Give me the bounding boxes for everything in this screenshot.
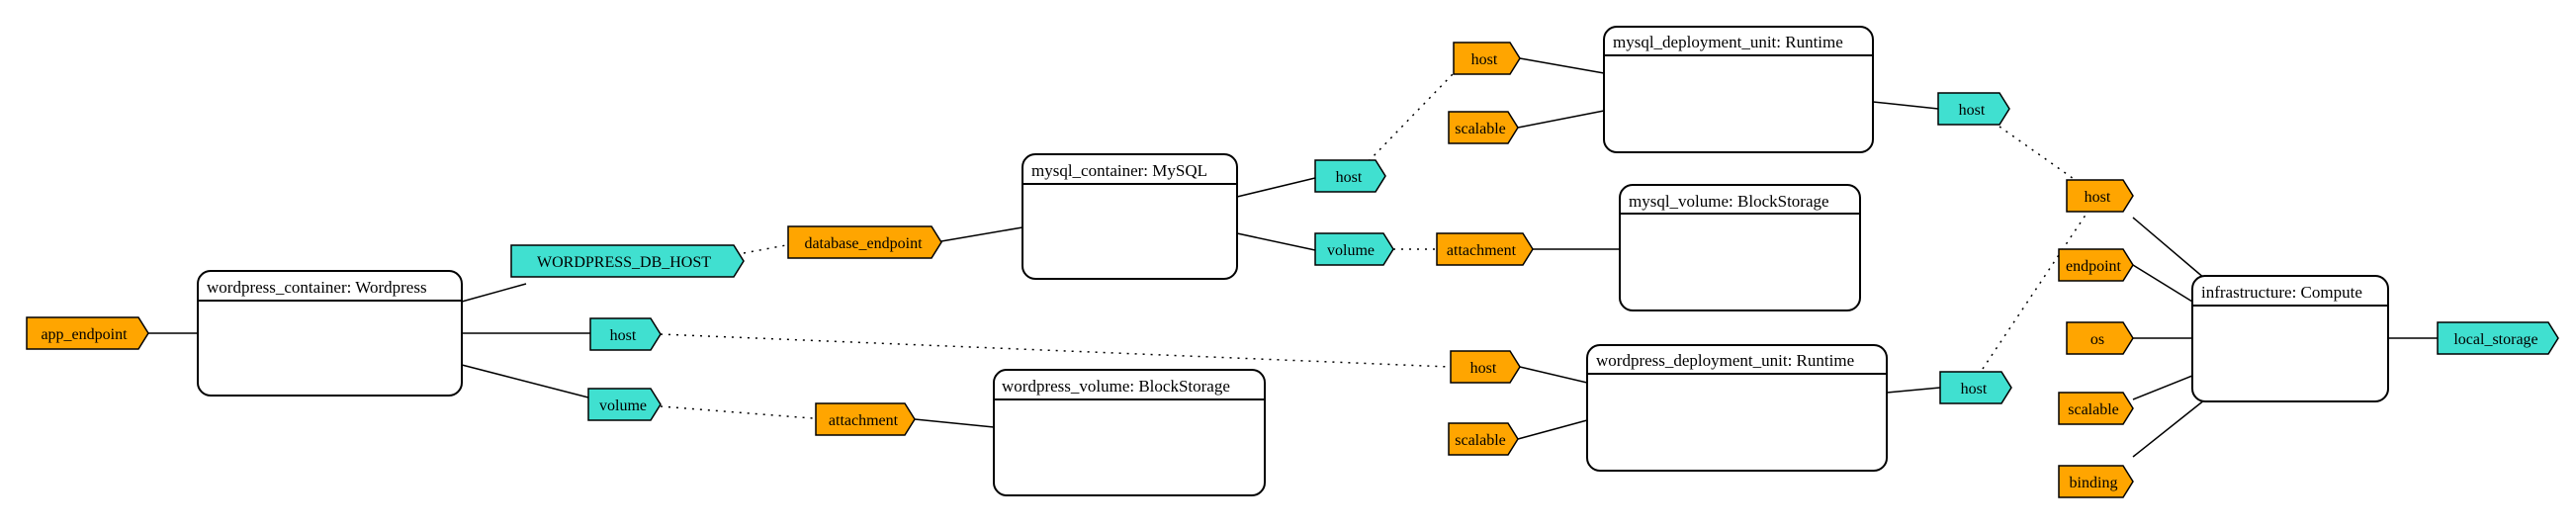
node-wordpress-container[interactable]: wordpress_container: Wordpress bbox=[197, 270, 463, 397]
dotted-edge-wp-volume bbox=[660, 405, 814, 419]
tag-infrastructure-scalable[interactable]: scalable bbox=[2058, 392, 2134, 425]
tag-wordpress-volume[interactable]: volume bbox=[587, 388, 662, 421]
edge-mdu-scalable bbox=[1517, 110, 1605, 129]
edge-wdu-host-cap bbox=[1886, 387, 1941, 394]
tag-mysql-deployment-host-requirement[interactable]: host bbox=[1453, 42, 1521, 75]
tag-mysql-host[interactable]: host bbox=[1314, 159, 1386, 193]
solid-edges bbox=[148, 57, 2438, 458]
tag-infrastructure-os[interactable]: os bbox=[2066, 321, 2134, 355]
node-title: mysql_volume: BlockStorage bbox=[1629, 192, 1829, 211]
tag-wordpress-deployment-host-requirement[interactable]: host bbox=[1450, 350, 1521, 384]
edge-wpvol-attachment bbox=[914, 418, 995, 428]
tag-label: app_endpoint bbox=[41, 326, 128, 343]
tag-label: volume bbox=[1327, 242, 1375, 259]
dotted-edge-wp-host bbox=[660, 333, 1451, 368]
edge-mdu-host-cap bbox=[1872, 101, 1939, 110]
tag-mysql-deployment-host-capability[interactable]: host bbox=[1937, 92, 2010, 126]
tag-label: database_endpoint bbox=[804, 235, 923, 252]
tag-infrastructure-host[interactable]: host bbox=[2066, 179, 2134, 213]
tag-label: host bbox=[1961, 381, 1988, 398]
node-mysql-volume[interactable]: mysql_volume: BlockStorage bbox=[1619, 184, 1861, 311]
node-mysql-deployment-unit[interactable]: mysql_deployment_unit: Runtime bbox=[1603, 26, 1874, 153]
tag-app-endpoint[interactable]: app_endpoint bbox=[26, 316, 149, 350]
edge-mysql-host bbox=[1236, 177, 1316, 198]
tag-mysql-deployment-scalable[interactable]: scalable bbox=[1448, 111, 1519, 144]
edge-mysql-volume bbox=[1236, 232, 1316, 251]
dotted-edge-db-host bbox=[743, 244, 787, 254]
tag-label: host bbox=[1471, 51, 1498, 68]
tag-label: volume bbox=[599, 398, 647, 414]
edge-infra-endpoint bbox=[2132, 264, 2193, 303]
tag-label: attachment bbox=[829, 412, 899, 429]
tag-label: host bbox=[2085, 189, 2111, 206]
tag-label: host bbox=[1470, 360, 1497, 377]
tag-label: endpoint bbox=[2066, 258, 2122, 275]
tag-label: attachment bbox=[1447, 242, 1517, 259]
tag-infrastructure-binding[interactable]: binding bbox=[2058, 465, 2134, 498]
edge-wp-db-host bbox=[461, 283, 527, 303]
tag-infrastructure-local-storage[interactable]: local_storage bbox=[2437, 321, 2559, 355]
tag-label: WORDPRESS_DB_HOST bbox=[537, 254, 711, 271]
edge-db-endpoint bbox=[940, 226, 1023, 242]
node-title: wordpress_deployment_unit: Runtime bbox=[1596, 351, 1854, 370]
tag-label: scalable bbox=[1455, 432, 1506, 449]
node-title: mysql_deployment_unit: Runtime bbox=[1613, 33, 1843, 51]
tag-label: host bbox=[610, 327, 637, 344]
tag-label: local_storage bbox=[2453, 331, 2537, 348]
tag-label: os bbox=[2090, 331, 2104, 348]
dotted-edge-mdu-host bbox=[1999, 126, 2078, 182]
tag-mysql-volume[interactable]: volume bbox=[1314, 232, 1394, 266]
node-wordpress-volume[interactable]: wordpress_volume: BlockStorage bbox=[993, 369, 1266, 496]
tag-database-endpoint[interactable]: database_endpoint bbox=[787, 225, 942, 259]
tag-wordpress-db-host[interactable]: WORDPRESS_DB_HOST bbox=[510, 244, 745, 278]
edge-infra-scalable bbox=[2132, 375, 2193, 400]
edge-wp-volume bbox=[461, 364, 589, 398]
tag-wordpress-deployment-scalable[interactable]: scalable bbox=[1448, 422, 1519, 456]
edge-mdu-host bbox=[1519, 57, 1605, 74]
tag-wordpress-host[interactable]: host bbox=[589, 317, 662, 351]
tag-wordpress-deployment-host-capability[interactable]: host bbox=[1939, 371, 2012, 404]
edge-wdu-scalable bbox=[1517, 419, 1588, 440]
tag-wordpress-volume-attachment[interactable]: attachment bbox=[815, 402, 916, 436]
tag-label: host bbox=[1959, 102, 1986, 119]
node-infrastructure[interactable]: infrastructure: Compute bbox=[2191, 275, 2389, 402]
tag-infrastructure-endpoint[interactable]: endpoint bbox=[2058, 248, 2134, 282]
node-wordpress-deployment-unit[interactable]: wordpress_deployment_unit: Runtime bbox=[1586, 344, 1888, 472]
tag-label: scalable bbox=[2068, 401, 2119, 418]
node-title: wordpress_volume: BlockStorage bbox=[1002, 377, 1230, 396]
node-mysql-container[interactable]: mysql_container: MySQL bbox=[1022, 153, 1238, 280]
tag-mysql-volume-attachment[interactable]: attachment bbox=[1436, 232, 1534, 266]
edge-infra-binding bbox=[2132, 398, 2206, 458]
tag-label: scalable bbox=[1455, 121, 1506, 137]
tag-label: host bbox=[1336, 169, 1363, 186]
edge-wdu-host bbox=[1519, 366, 1588, 384]
dotted-edges bbox=[660, 72, 2087, 419]
dotted-edge-mysql-host bbox=[1368, 72, 1455, 162]
node-title: infrastructure: Compute bbox=[2201, 283, 2362, 302]
tag-label: binding bbox=[2070, 475, 2118, 491]
node-title: wordpress_container: Wordpress bbox=[207, 278, 427, 297]
node-title: mysql_container: MySQL bbox=[1031, 161, 1207, 180]
edge-infra-host bbox=[2132, 217, 2206, 280]
